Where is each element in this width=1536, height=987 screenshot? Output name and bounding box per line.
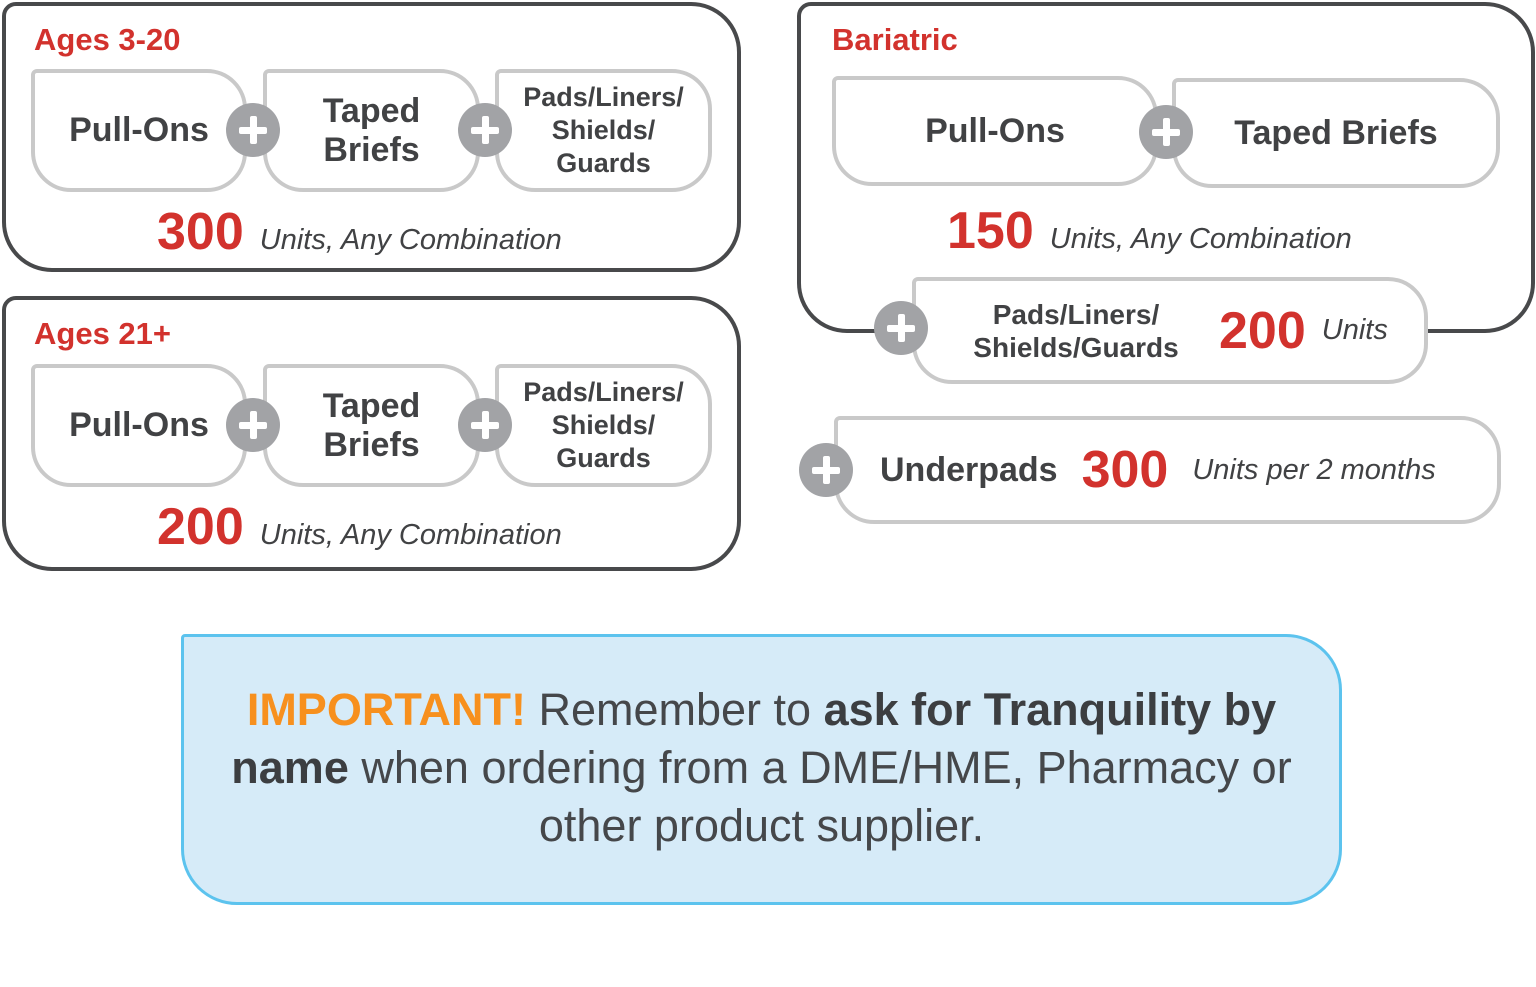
item-pads: Pads/Liners/ Shields/ Guards (495, 364, 712, 487)
note-text: when ordering from a DME/HME, Pharmacy o… (361, 742, 1292, 851)
quantity-number: 150 (947, 202, 1034, 260)
note-bold-text: ask for Tranquility by name (231, 684, 1277, 793)
item-pull-ons: Pull-Ons (832, 76, 1158, 186)
item-taped-briefs: Taped Briefs (263, 364, 480, 487)
group-title: Ages 21+ (34, 316, 172, 351)
note-text: Remember to (538, 684, 812, 735)
plus-icon (1139, 105, 1193, 159)
item-pads: Pads/Liners/ Shields/Guards 200 Units (912, 277, 1428, 384)
quantity-unit: Units, Any Combination (259, 224, 562, 256)
quantity-line: 300 Units, Any Combination (157, 202, 562, 262)
underpads-label: Underpads (880, 450, 1058, 489)
quantity-unit: Units, Any Combination (1049, 223, 1352, 255)
group-ages-21-plus (2, 296, 741, 571)
item-pull-ons: Pull-Ons (31, 364, 247, 487)
plus-icon (458, 398, 512, 452)
plus-icon (226, 398, 280, 452)
quantity-number: 200 (157, 498, 244, 556)
quantity-number: 300 (1081, 441, 1169, 499)
quantity-line: 150 Units, Any Combination (947, 201, 1352, 261)
item-pull-ons: Pull-Ons (31, 69, 247, 192)
plus-icon (226, 103, 280, 157)
quantity-unit: Units per 2 months (1192, 453, 1436, 486)
quantity-line: 200 Units, Any Combination (157, 497, 562, 557)
plus-icon (874, 301, 928, 355)
group-title: Bariatric (832, 22, 958, 57)
quantity-number: 300 (157, 203, 244, 261)
quantity-unit: Units, Any Combination (259, 519, 562, 551)
item-pads: Pads/Liners/ Shields/ Guards (495, 69, 712, 192)
item-taped-briefs: Taped Briefs (1172, 78, 1500, 188)
quantity-number: 200 (1219, 301, 1306, 360)
item-underpads: Underpads 300 Units per 2 months (834, 416, 1501, 524)
group-ages-3-20 (2, 2, 741, 272)
plus-icon (458, 103, 512, 157)
important-note: IMPORTANT! Remember to ask for Tranquili… (181, 634, 1342, 905)
plus-icon (799, 443, 853, 497)
group-title: Ages 3-20 (34, 22, 181, 57)
quantity-unit: Units (1321, 314, 1388, 346)
important-label: IMPORTANT! (246, 684, 526, 735)
item-taped-briefs: Taped Briefs (263, 69, 480, 192)
pads-label: Pads/Liners/ Shields/Guards (973, 298, 1179, 363)
